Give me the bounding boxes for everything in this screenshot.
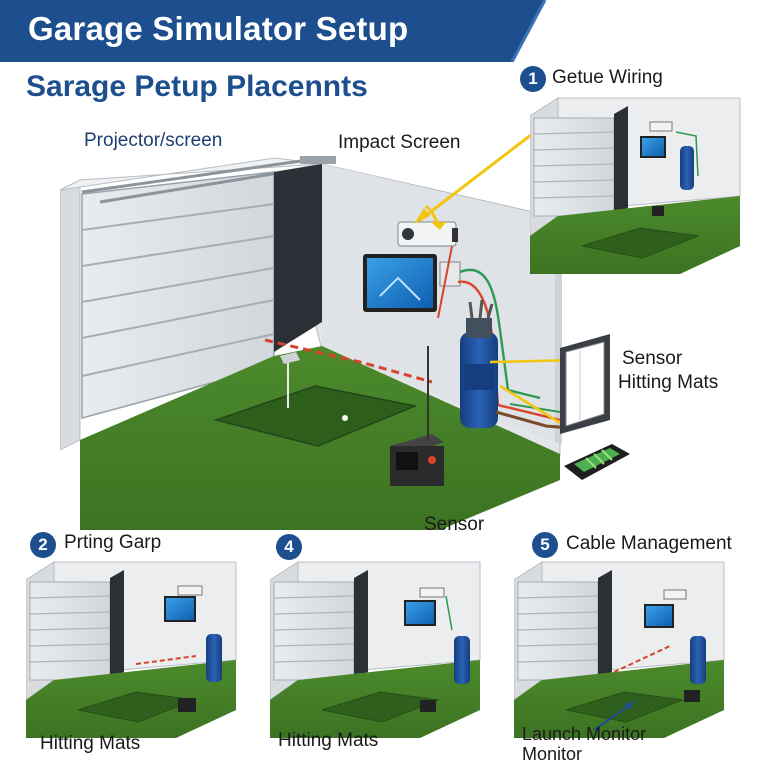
panel-2-caption: Hitting Mats: [40, 733, 141, 754]
sensor-mat-device: [564, 444, 630, 480]
panel-4-garage: [270, 561, 481, 739]
label-impact-screen: Impact Screen: [338, 132, 461, 153]
page-title: Garage Simulator Setup: [28, 10, 409, 47]
panel-1-title: Getue Wiring: [552, 67, 663, 88]
launch-monitor-device: [390, 434, 444, 486]
side-netting: [274, 164, 322, 352]
panel-5-caption-line2: Monitor: [522, 744, 583, 764]
panel-2-number: 2: [30, 532, 56, 558]
panel-2-garage: [26, 561, 237, 739]
panel-4-caption: Hitting Mats: [278, 730, 379, 751]
panel-5-number: 5: [532, 532, 558, 558]
main-garage-diagram: [60, 156, 581, 530]
label-sensor-bottom: Sensor: [424, 514, 485, 535]
section-subtitle: Sarage Petup Placennts: [26, 70, 368, 103]
panel-1-garage: [530, 97, 741, 275]
panel-5-garage: [514, 561, 725, 739]
label-hitting-mats-main: Hitting Mats: [618, 372, 719, 393]
side-monitor-panel: [560, 334, 610, 434]
label-sensor-top: Sensor: [622, 348, 683, 369]
panel-2-title: Prting Garp: [64, 532, 162, 553]
hitting-mat: [213, 385, 418, 447]
panel-5-title: Cable Management: [566, 533, 732, 554]
label-projector-screen: Projector/screen: [84, 130, 223, 151]
header-banner: Garage Simulator Setup: [0, 0, 768, 62]
panel-4-number: 4: [276, 534, 302, 560]
panel-1-number: 1: [520, 66, 546, 92]
panel-5-caption-line1: Launch Monitor: [522, 724, 647, 744]
callout-arrow-panel1: [414, 126, 541, 224]
golf-bag: [460, 299, 498, 428]
